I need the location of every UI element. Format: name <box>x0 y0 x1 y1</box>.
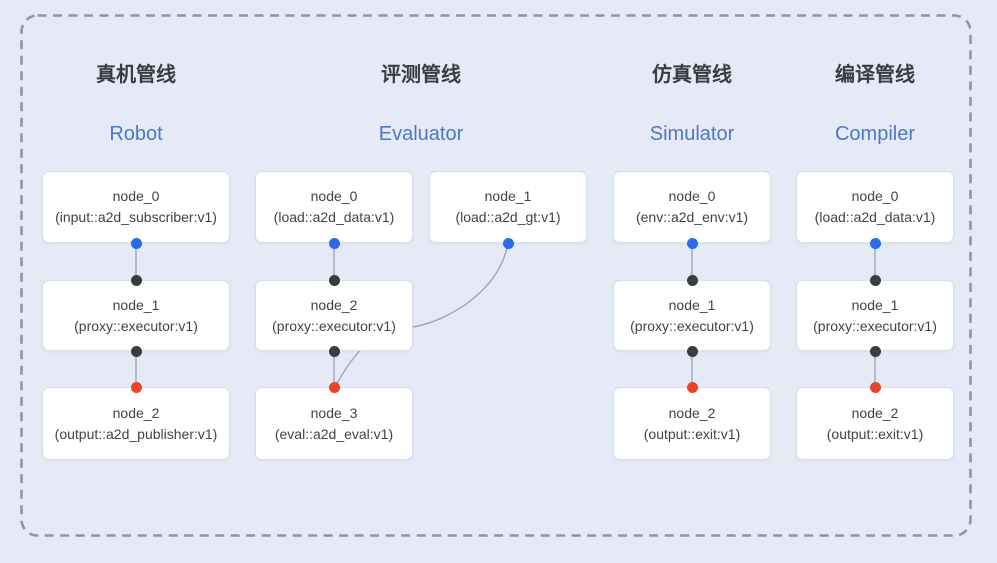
node-name: node_1 <box>668 296 716 313</box>
blue-port-dot <box>686 237 698 249</box>
robot-cn-title: 真机管线 <box>96 64 176 86</box>
evaluator-node-3: node_3 (eval::a2d_eval:v1) <box>255 387 413 460</box>
node-name: node_1 <box>851 296 899 313</box>
node-name: node_1 <box>112 296 160 313</box>
node-name: node_3 <box>310 404 358 421</box>
node-type: (input::a2d_subscriber:v1) <box>55 209 217 225</box>
robot-node-1: node_1 (proxy::executor:v1) <box>42 280 230 351</box>
robot-en-title: Robot <box>109 123 163 145</box>
black-port-dot <box>328 345 340 357</box>
node-type: (output::exit:v1) <box>826 425 924 442</box>
robot-node-0: node_0 (input::a2d_subscriber:v1) <box>42 171 230 243</box>
node-name: node_0 <box>851 188 899 204</box>
black-port-dot <box>130 345 142 357</box>
evaluator-en-title: Evaluator <box>378 123 464 145</box>
node-name: node_0 <box>112 188 160 204</box>
node-type: (env::a2d_env:v1) <box>635 209 749 225</box>
node-name: node_1 <box>484 188 532 204</box>
blue-port-dot <box>869 237 881 249</box>
simulator-node-2: node_2 (output::exit:v1) <box>613 387 771 460</box>
black-port-dot <box>869 345 881 357</box>
node-name: node_2 <box>851 404 899 421</box>
evaluator-node-0: node_0 (load::a2d_data:v1) <box>255 171 413 243</box>
simulator-en-title: Simulator <box>649 123 735 145</box>
evaluator-node-2: node_2 (proxy::executor:v1) <box>255 280 413 351</box>
node-type: (proxy::executor:v1) <box>630 317 754 334</box>
compiler-cn-title: 编译管线 <box>835 64 915 86</box>
compiler-node-0: node_0 (load::a2d_data:v1) <box>796 171 954 243</box>
node-name: node_2 <box>668 404 716 421</box>
red-port-dot <box>686 381 698 393</box>
robot-node-2: node_2 (output::a2d_publisher:v1) <box>42 387 230 460</box>
node-type: (proxy::executor:v1) <box>74 317 198 334</box>
simulator-node-1: node_1 (proxy::executor:v1) <box>613 280 771 351</box>
simulator-cn-title: 仿真管线 <box>652 64 732 86</box>
node-type: (proxy::executor:v1) <box>272 317 396 334</box>
dashed-frame <box>20 14 972 537</box>
compiler-node-2: node_2 (output::exit:v1) <box>796 387 954 460</box>
node-name: node_0 <box>310 188 358 204</box>
black-port-dot <box>686 274 698 286</box>
node-type: (load::a2d_data:v1) <box>814 209 936 225</box>
black-port-dot <box>686 345 698 357</box>
evaluator-cn-title: 评测管线 <box>381 64 461 86</box>
blue-port-dot <box>130 237 142 249</box>
node-name: node_2 <box>112 404 160 421</box>
node-type: (output::a2d_publisher:v1) <box>54 425 218 442</box>
blue-port-dot <box>502 237 514 249</box>
node-type: (output::exit:v1) <box>643 425 741 442</box>
evaluator-node-1: node_1 (load::a2d_gt:v1) <box>429 171 587 243</box>
node-type: (eval::a2d_eval:v1) <box>274 425 394 442</box>
simulator-node-0: node_0 (env::a2d_env:v1) <box>613 171 771 243</box>
node-name: node_0 <box>668 188 716 204</box>
red-port-dot <box>130 381 142 393</box>
black-port-dot <box>869 274 881 286</box>
compiler-en-title: Compiler <box>834 123 916 145</box>
edge-evaluator-1-3-curve <box>335 242 509 386</box>
blue-port-dot <box>328 237 340 249</box>
node-name: node_2 <box>310 296 358 313</box>
node-type: (load::a2d_gt:v1) <box>455 209 561 225</box>
node-type: (proxy::executor:v1) <box>813 317 937 334</box>
red-port-dot <box>869 381 881 393</box>
node-type: (load::a2d_data:v1) <box>273 209 395 225</box>
red-port-dot <box>328 381 340 393</box>
black-port-dot <box>130 274 142 286</box>
black-port-dot <box>328 274 340 286</box>
compiler-node-1: node_1 (proxy::executor:v1) <box>796 280 954 351</box>
